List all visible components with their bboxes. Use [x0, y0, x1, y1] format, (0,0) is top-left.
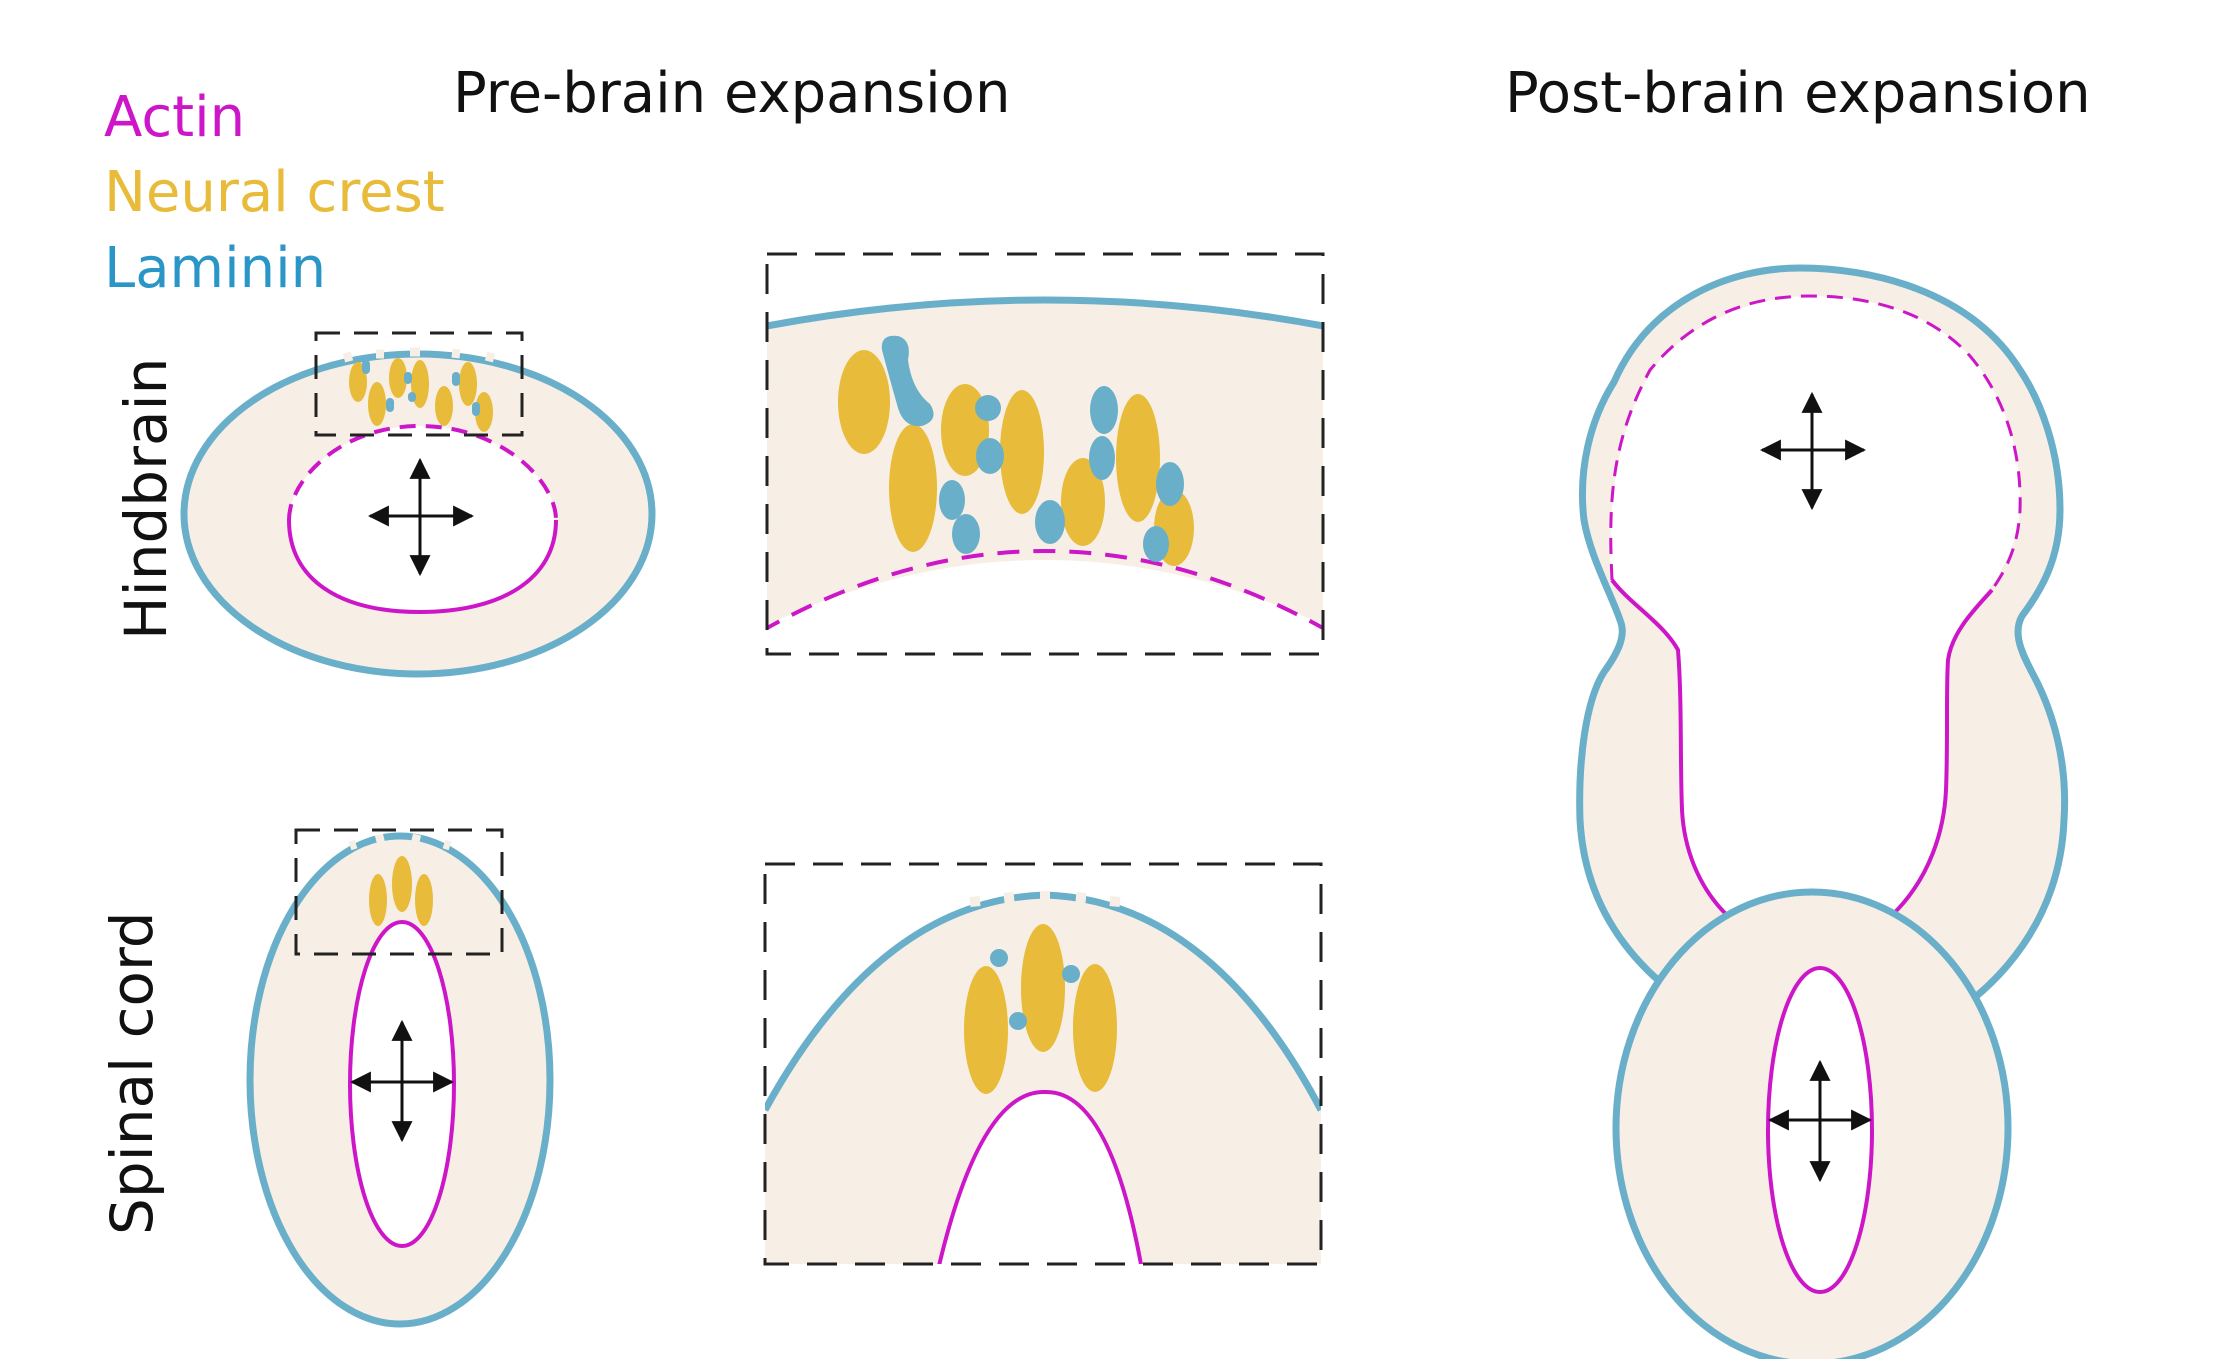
spinal-cord-post-section — [1612, 888, 2012, 1359]
spinal-cord-pre-section — [246, 828, 554, 1328]
hindbrain-pre-laminin-puncta — [362, 360, 480, 416]
legend-actin: Actin — [104, 85, 245, 150]
legend-laminin: Laminin — [104, 236, 326, 301]
hindbrain-pre-zoom — [765, 252, 1325, 656]
spinal-zoom-neural-crest — [964, 924, 1117, 1094]
spinal-cord-pre-zoom — [763, 862, 1323, 1266]
heading-post-brain-expansion: Post-brain expansion — [1505, 61, 2091, 126]
row-label-hindbrain: Hindbrain — [112, 358, 180, 640]
hindbrain-zoom-neural-crest — [838, 350, 1194, 566]
hindbrain-pre-section — [180, 331, 656, 678]
spinal-zoom-laminin — [990, 949, 1080, 1030]
hindbrain-post-section — [1576, 264, 2069, 1054]
legend-neural-crest: Neural crest — [104, 160, 445, 225]
row-label-spinal-cord: Spinal cord — [98, 911, 166, 1235]
hindbrain-zoom-laminin — [881, 335, 1184, 562]
heading-pre-brain-expansion: Pre-brain expansion — [453, 61, 1010, 126]
spinal-pre-neural-crest — [369, 856, 433, 926]
